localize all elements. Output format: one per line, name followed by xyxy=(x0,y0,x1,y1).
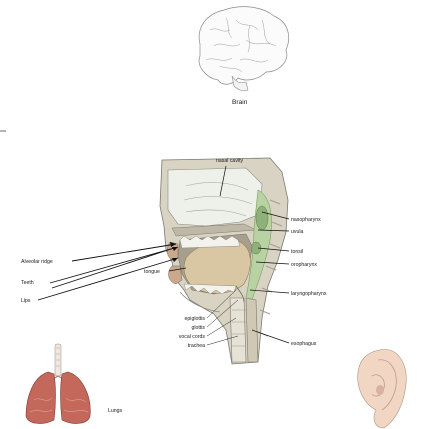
label-nasopharynx: nasopharynx xyxy=(291,217,321,223)
label-nasal-cavity: nasal cavity xyxy=(216,158,244,164)
label-uvula: uvula xyxy=(291,229,304,235)
label-tongue: tongue xyxy=(144,269,160,275)
label-alveolar-ridge: Alveolar ridge xyxy=(21,259,53,265)
label-tonsil: tonsil xyxy=(291,249,303,255)
label-oropharynx: oropharynx xyxy=(291,262,317,268)
label-vocal-cords: vocal cords xyxy=(179,334,206,340)
label-epiglottis: epiglottis xyxy=(185,316,206,322)
label-lips: Lips xyxy=(21,298,31,304)
lungs-label: Lungs xyxy=(108,408,123,414)
label-trachea: trachea xyxy=(188,343,205,349)
label-teeth: Teeth xyxy=(21,280,34,286)
label-laryngopharynx: laryngopharynx xyxy=(291,291,327,297)
brain-illustration xyxy=(199,7,289,91)
label-esophagus: esophagus xyxy=(291,341,317,347)
brain-label: Brain xyxy=(232,99,248,106)
label-glottis: glottis xyxy=(191,325,205,331)
lungs-illustration xyxy=(26,344,90,423)
ear-illustration xyxy=(358,349,407,428)
